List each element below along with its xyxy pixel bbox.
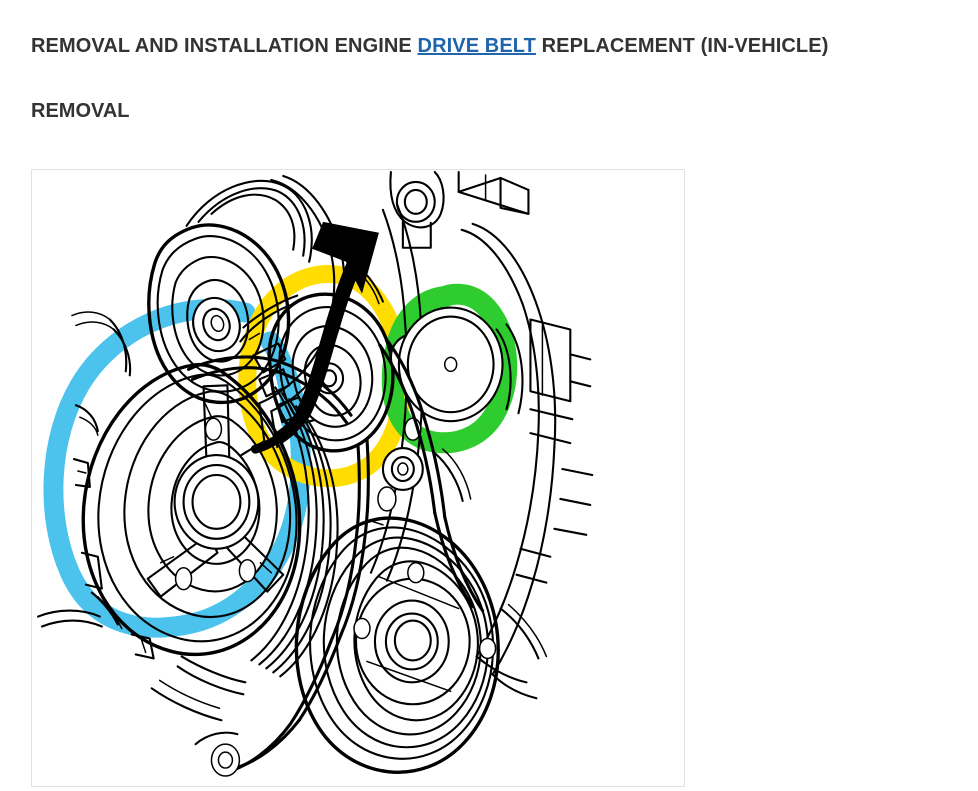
page-title-text-after: REPLACEMENT (IN-VEHICLE) (535, 35, 829, 58)
crankshaft-pulley (81, 362, 339, 678)
figure-container: .ln { fill:none; stroke:#000; stroke-wid… (31, 169, 685, 787)
serpentine-drive-belt (187, 339, 485, 774)
annotation-yellow-circle (238, 265, 411, 488)
lower-right-casting (475, 547, 552, 700)
lower-left-casting (150, 655, 247, 777)
upper-right-bracket (457, 170, 530, 215)
annotation-black-arrow (250, 221, 379, 454)
drive-belt-link[interactable]: DRIVE BELT (417, 35, 536, 58)
center-detail-parts (370, 448, 472, 526)
alternator-pulley (147, 223, 291, 405)
section-heading-removal: REMOVAL (31, 99, 130, 122)
engine-drive-belt-diagram: .ln { fill:none; stroke:#000; stroke-wid… (32, 170, 684, 786)
page-title-text-before: REMOVAL AND INSTALLATION ENGINE (31, 35, 418, 58)
idler-pulley (397, 306, 524, 423)
upper-mounting-boss (389, 170, 445, 249)
left-bracket-edges (36, 311, 155, 660)
page-title: REMOVAL AND INSTALLATION ENGINE DRIVE BE… (31, 33, 828, 59)
engine-block-right-edges (460, 222, 594, 676)
